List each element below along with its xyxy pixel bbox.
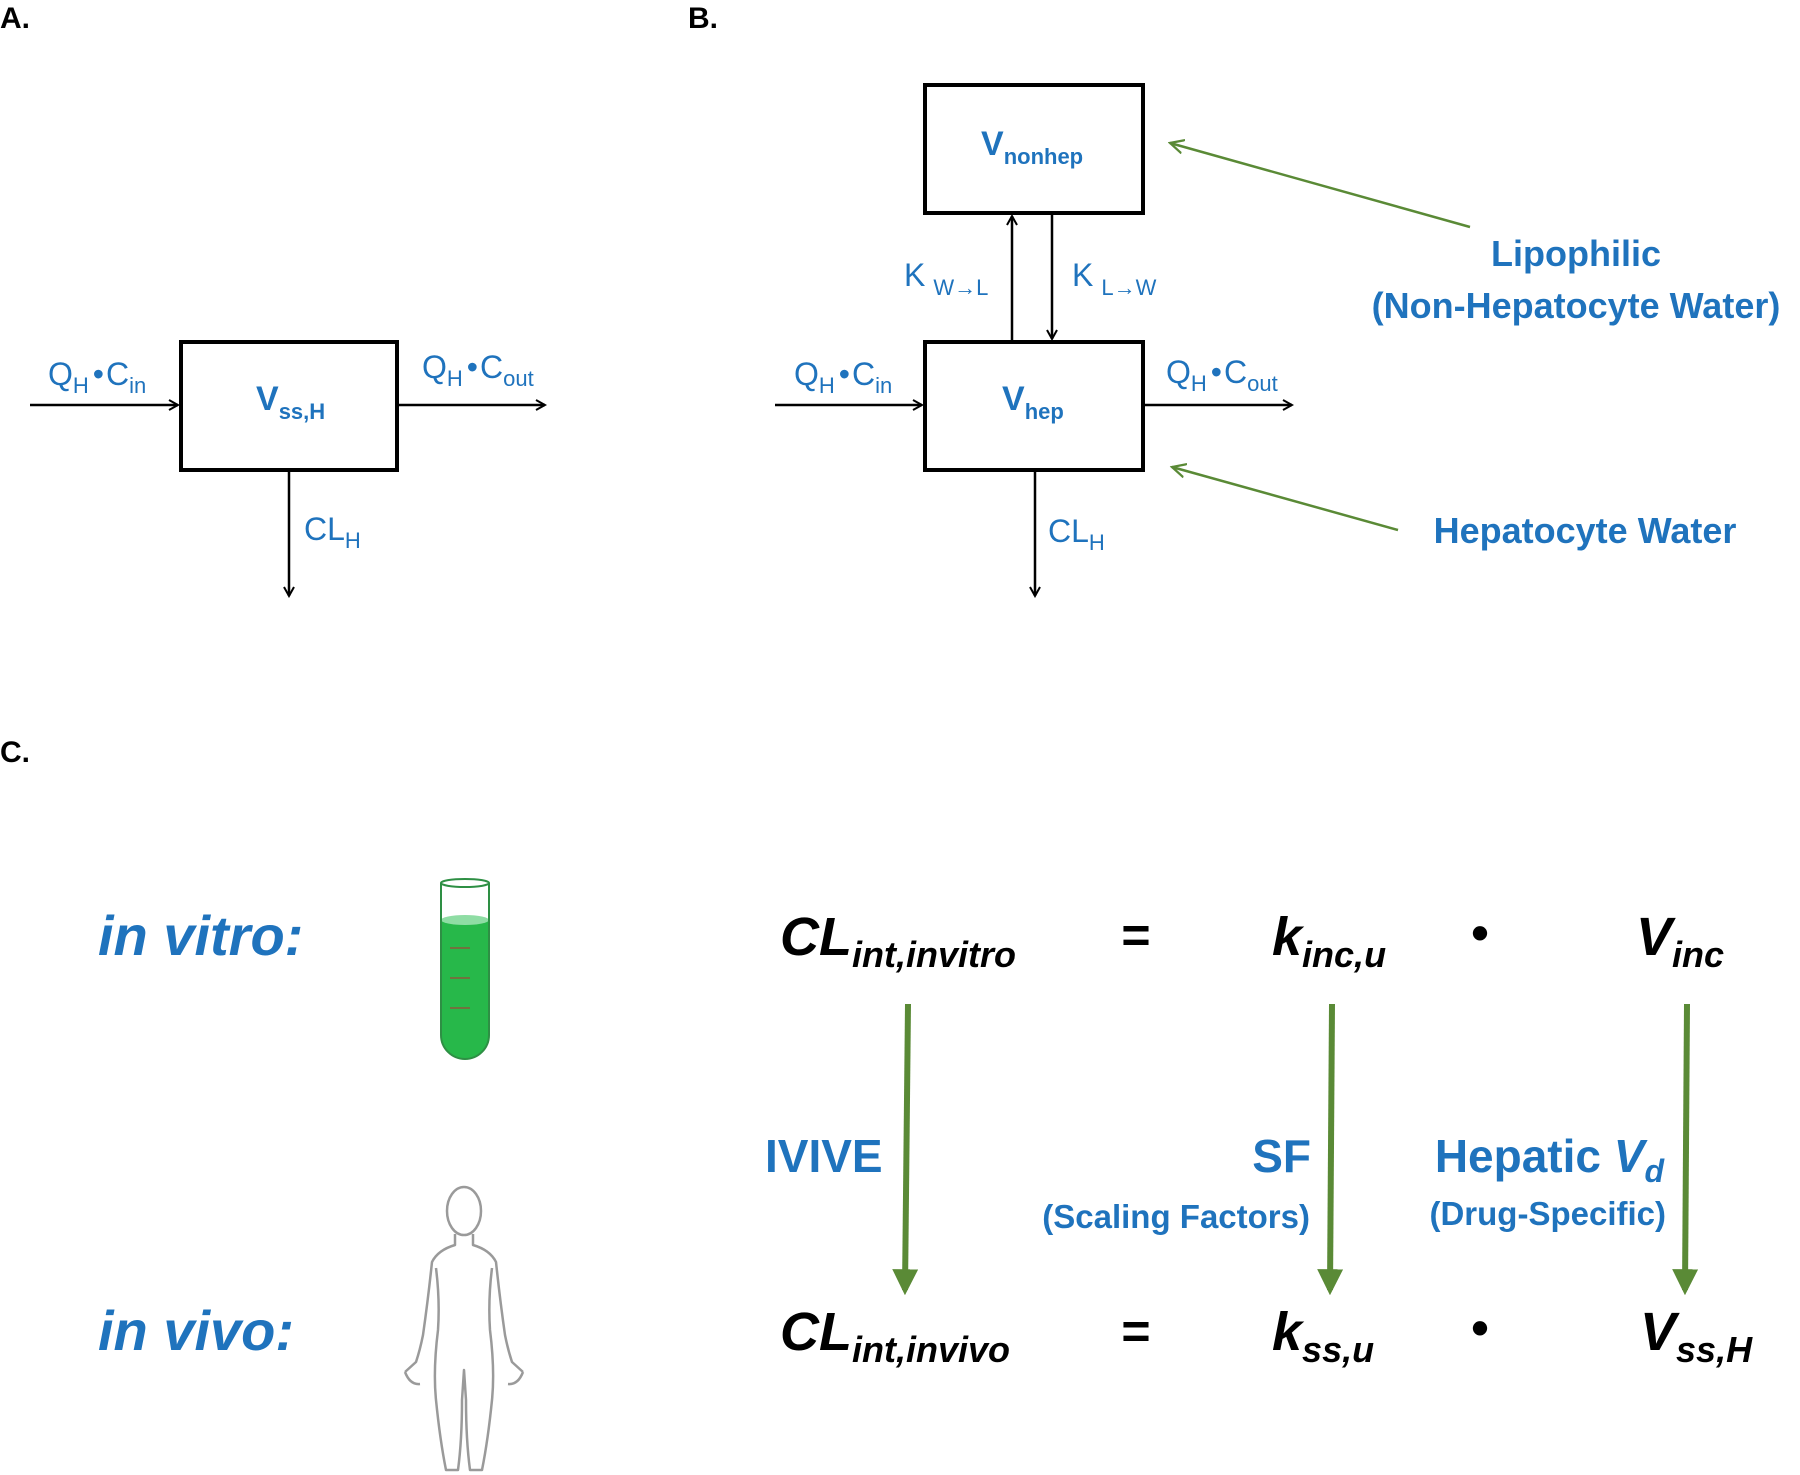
eq-vitro-clearance: CLint,invitro bbox=[780, 907, 1016, 975]
human-figure-icon bbox=[403, 1185, 525, 1472]
eq-vivo-equals: = bbox=[1121, 1303, 1150, 1359]
panel-a-input-label: QH•Cin bbox=[48, 356, 146, 398]
ivive-arrow bbox=[892, 1003, 919, 1296]
hepatocyte-pointer-arrow bbox=[1172, 467, 1399, 532]
panel-a-clearance-label: CLH bbox=[304, 511, 361, 553]
panel-b-nonhep-box bbox=[923, 83, 1145, 215]
hepatocyte-water-label: Hepatocyte Water bbox=[1434, 510, 1737, 551]
sf-label: SF bbox=[1252, 1130, 1311, 1182]
ivive-label: IVIVE bbox=[765, 1130, 883, 1182]
eq-vitro-volume: Vinc bbox=[1636, 907, 1724, 975]
panel-b-output-label: QH•Cout bbox=[1166, 354, 1278, 396]
sf-note: (Scaling Factors) bbox=[1042, 1198, 1310, 1235]
panel-b-hep-label: Vhep bbox=[1002, 380, 1064, 424]
eq-vivo-clearance: CLint,invivo bbox=[780, 1302, 1010, 1370]
eq-vitro-rate: kinc,u bbox=[1272, 907, 1386, 975]
panel-b-label: B. bbox=[688, 2, 718, 35]
panel-a-box-label: Vss,H bbox=[256, 380, 325, 424]
eq-vivo-rate: kss,u bbox=[1272, 1302, 1374, 1370]
panel-b-input-label: QH•Cin bbox=[794, 356, 892, 398]
hepatic-vd-label: Hepatic Vd bbox=[1435, 1130, 1666, 1189]
panel-c-label: C. bbox=[0, 736, 30, 769]
eq-vivo-volume: Vss,H bbox=[1640, 1302, 1753, 1370]
hepatic-vd-note: (Drug-Specific) bbox=[1429, 1195, 1666, 1232]
eq-vitro-equals: = bbox=[1121, 907, 1150, 963]
lipophilic-pointer-arrow bbox=[1170, 143, 1471, 229]
lipophilic-sublabel: (Non-Hepatocyte Water) bbox=[1372, 285, 1781, 326]
lipophilic-label: Lipophilic bbox=[1491, 233, 1661, 274]
sf-arrow bbox=[1317, 1003, 1344, 1296]
eq-vivo-multiply: • bbox=[1471, 1300, 1489, 1356]
panel-a-label: A. bbox=[0, 2, 30, 35]
panel-a-diagram: QH•Cin Vss,H QH•Cout CLH bbox=[30, 340, 545, 596]
panel-b-clearance-label: CLH bbox=[1048, 513, 1105, 555]
panel-a-output-label: QH•Cout bbox=[422, 349, 534, 391]
test-tube-icon bbox=[440, 878, 490, 1060]
panel-b-nonhep-label: Vnonhep bbox=[981, 125, 1083, 169]
eq-vitro-multiply: • bbox=[1471, 905, 1489, 961]
in-vivo-label: in vivo: bbox=[98, 1299, 294, 1362]
in-vitro-label: in vitro: bbox=[98, 904, 303, 967]
hepatic-vd-arrow bbox=[1672, 1003, 1699, 1296]
